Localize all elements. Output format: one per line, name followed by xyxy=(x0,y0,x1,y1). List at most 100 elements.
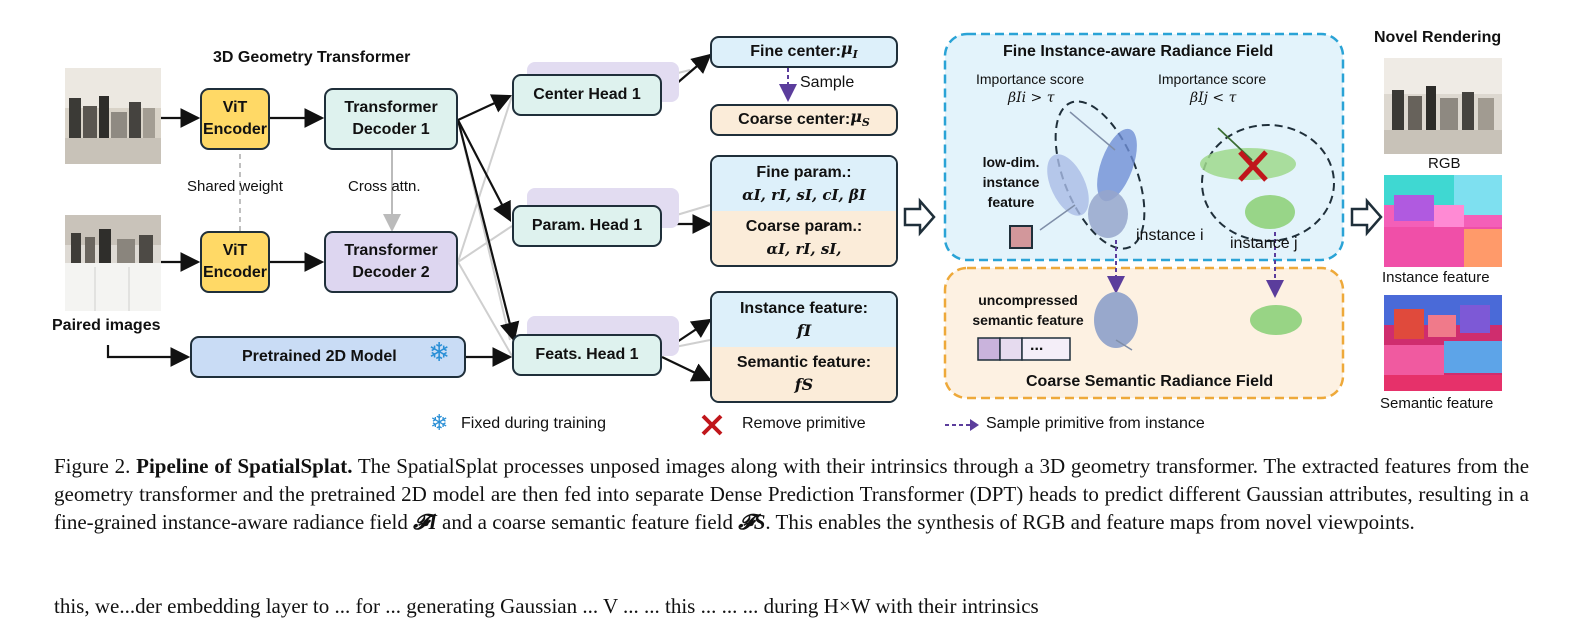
body-text-line: this, we...der embedding layer to ... fo… xyxy=(54,594,1039,618)
feature-bar-dots: ... xyxy=(1030,337,1044,354)
big-arrow-to-field xyxy=(903,197,936,237)
legend-remove-label: Remove primitive xyxy=(742,415,866,432)
gaussian-primitive xyxy=(1094,292,1138,348)
paired-images-label: Paired images xyxy=(52,317,161,334)
snowflake-icon: ❄ xyxy=(428,337,450,367)
instance-feature-render-label: Instance feature xyxy=(1382,269,1490,286)
caption-mid: and a coarse semantic feature field xyxy=(436,510,739,534)
shared-weight-label: Shared weight xyxy=(187,178,283,195)
input-image-2 xyxy=(65,215,161,311)
importance-math-1: βIi > τ xyxy=(1008,90,1055,106)
mu-subscript: I xyxy=(852,48,858,62)
caption-fs-symbol: 𝓕S xyxy=(738,510,766,534)
fine-param-section: Fine param.: αI, rI, sI, cI, βI xyxy=(712,157,896,211)
fine-field-title: Fine Instance-aware Radiance Field xyxy=(1003,43,1274,60)
novel-rendering-title: Novel Rendering xyxy=(1374,29,1502,46)
caption-lead: Figure 2. xyxy=(54,454,137,478)
mu-symbol: μ xyxy=(850,106,862,126)
rgb-label: RGB xyxy=(1428,155,1461,172)
semantic-feature-render-label: Semantic feature xyxy=(1380,395,1494,412)
diagram-connectors xyxy=(106,32,1383,400)
coarse-field-title: Coarse Semantic Radiance Field xyxy=(1026,373,1274,390)
arrow-dec1-feats xyxy=(456,119,520,343)
semantic-feature-math: fS xyxy=(794,375,814,394)
pretrained-label: Pretrained 2D Model xyxy=(242,348,397,365)
snowflake-icon: ❄ xyxy=(430,410,449,435)
feature-output-box: Instance feature: fI Semantic feature: f… xyxy=(710,291,898,403)
caption-title: Pipeline of SpatialSplat. xyxy=(136,454,353,478)
sample-label: Sample xyxy=(800,74,855,91)
param-output-box: Fine param.: αI, rI, sI, cI, βI Coarse p… xyxy=(710,155,898,267)
fine-center-box: Fine center: μI xyxy=(710,36,898,68)
coarse-param-label: Coarse param.: xyxy=(745,218,863,235)
fine-center-symbol: μI xyxy=(841,38,858,66)
instance-feature-render-image xyxy=(1384,175,1502,267)
param-head: Param. Head 1 xyxy=(512,205,662,247)
instance-feature-section: Instance feature: fI xyxy=(712,293,896,347)
semantic-feature-render-image xyxy=(1384,295,1502,391)
cross-attn-label: Cross attn. xyxy=(348,178,421,195)
pointer-line xyxy=(1115,339,1133,351)
coarse-center-label: Coarse center: xyxy=(738,111,851,128)
instance-feature-math: fI xyxy=(796,321,812,340)
caption-fi-symbol: 𝓕I xyxy=(413,510,437,534)
mu-symbol: μ xyxy=(840,38,853,58)
instance-i-label: instance i xyxy=(1136,227,1204,244)
importance-score-label-1: Importance score xyxy=(976,71,1085,87)
coarse-param-math: αI, rI, sI, xyxy=(766,240,842,258)
remove-x-icon xyxy=(1238,150,1268,182)
transformer-decoder-1: Transformer Decoder 1 xyxy=(324,88,458,150)
gaussian-primitive xyxy=(1250,305,1302,335)
importance-math-2: βIj < τ xyxy=(1190,90,1237,106)
mu-subscript: S xyxy=(861,116,870,130)
gaussian-primitive xyxy=(1088,190,1128,238)
fine-param-math: αI, rI, sI, cI, βI xyxy=(742,186,866,204)
feature-bar-cell xyxy=(977,337,1001,361)
arrow-dec1-center xyxy=(457,94,512,121)
center-head: Center Head 1 xyxy=(512,74,662,116)
feature-bar-cell xyxy=(1021,337,1071,361)
dashed-arrow-icon xyxy=(945,419,979,431)
low-dim-feature-square xyxy=(1009,225,1033,249)
gaussian-primitive xyxy=(1097,128,1137,202)
instance-j-boundary xyxy=(1201,124,1335,242)
gaussian-primitive xyxy=(1245,195,1295,229)
semantic-feature-label: Semantic feature: xyxy=(736,354,872,371)
legend-fixed-label: Fixed during training xyxy=(461,415,606,432)
arrow-dec1-param xyxy=(457,119,512,222)
gaussian-primitive xyxy=(1047,154,1089,216)
feature-bar-cell xyxy=(999,337,1023,361)
pointer-line xyxy=(1069,111,1116,151)
fine-center-label: Fine center: xyxy=(750,43,841,60)
low-dim-label: low-dim. instance feature xyxy=(982,154,1040,210)
figure-caption: Figure 2. Pipeline of SpatialSplat. The … xyxy=(54,452,1529,536)
feats-head: Feats. Head 1 xyxy=(512,334,662,376)
pointer-line xyxy=(1039,204,1076,231)
coarse-param-section: Coarse param.: αI, rI, sI, xyxy=(712,211,896,265)
fine-field-container xyxy=(943,32,1345,262)
transformer-decoder-2: Transformer Decoder 2 xyxy=(324,231,458,293)
vit-encoder-1: ViT Encoder xyxy=(200,88,270,150)
pretrained-2d-model: Pretrained 2D Model ❄ xyxy=(190,336,466,378)
big-arrow-to-rendering xyxy=(1350,197,1383,237)
legend-sample-label: Sample primitive from instance xyxy=(986,415,1205,432)
pointer-line xyxy=(1217,127,1253,161)
coarse-center-symbol: μS xyxy=(850,106,870,134)
geometry-transformer-title: 3D Geometry Transformer xyxy=(213,49,411,66)
arrow-feats-semantic xyxy=(661,356,712,382)
coarse-field-container xyxy=(943,266,1345,400)
caption-body: The SpatialSplat processes unposed image… xyxy=(54,454,1530,534)
fine-param-label: Fine param.: xyxy=(756,164,852,181)
arrow-paired-pretrained xyxy=(106,345,191,367)
instance-feature-label: Instance feature: xyxy=(739,300,869,317)
remove-x-icon xyxy=(701,414,723,436)
uncompressed-label: uncompressed semantic feature xyxy=(972,292,1084,328)
caption-end: . This enables the synthesis of RGB and … xyxy=(765,510,1415,534)
input-image-1 xyxy=(65,68,161,164)
importance-score-label-2: Importance score xyxy=(1158,71,1267,87)
coarse-center-box: Coarse center: μS xyxy=(710,104,898,136)
vit-encoder-2: ViT Encoder xyxy=(200,231,270,293)
instance-j-label: instance j xyxy=(1230,235,1298,252)
rgb-render-image xyxy=(1384,58,1502,154)
semantic-feature-section: Semantic feature: fS xyxy=(712,347,896,401)
